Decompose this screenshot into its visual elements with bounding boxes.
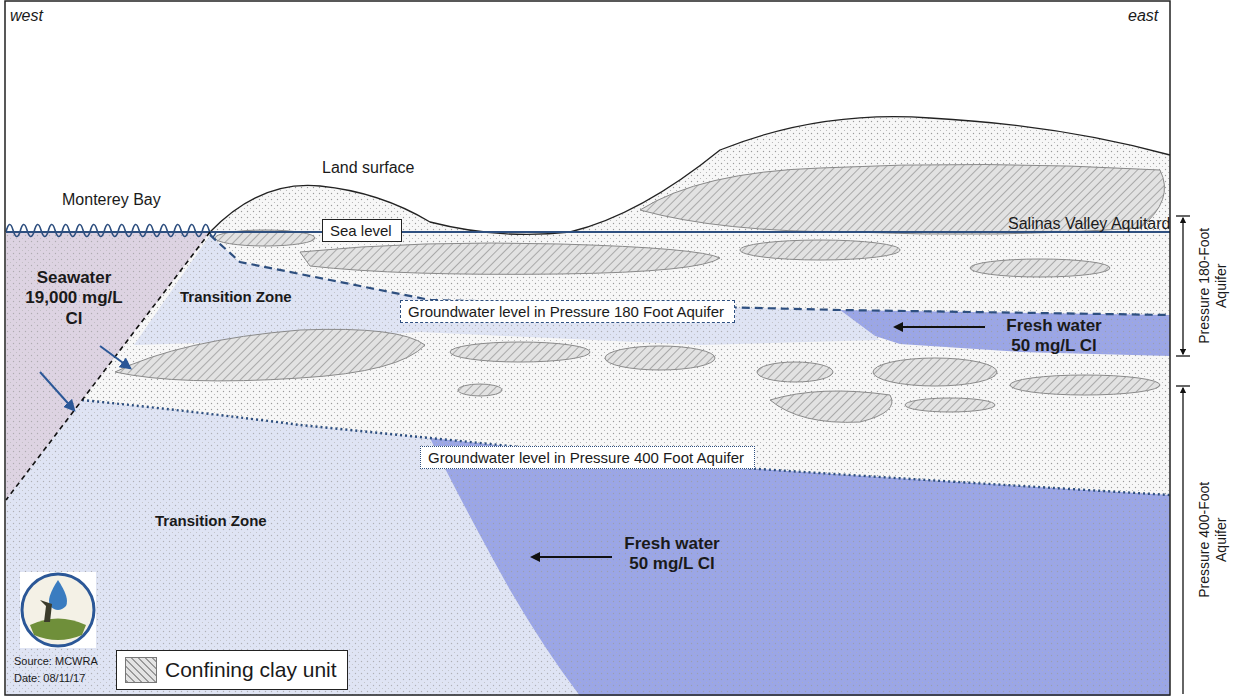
- zone-label: Transition Zone: [155, 512, 267, 530]
- level-label: Groundwater level in Pressure 400 Foot A…: [428, 449, 744, 466]
- agency-logo: [20, 572, 96, 648]
- aquifer-label: Pressure 400-Foot Aquifer: [1196, 475, 1230, 605]
- fresh-water-label: Fresh water 50 mg/L Cl: [618, 534, 726, 575]
- seawater-label: Seawater 19,000 mg/L Cl: [18, 268, 130, 329]
- water-body-label: Monterey Bay: [62, 190, 161, 209]
- legend-label: Confining clay unit: [165, 658, 337, 682]
- aquifer-label: Pressure 180-Foot Aquifer: [1196, 221, 1230, 351]
- direction-label: west: [10, 6, 43, 25]
- source-note: Source: MCWRA: [14, 655, 98, 668]
- zone-label: Transition Zone: [180, 288, 292, 306]
- level-box: Sea level: [322, 219, 402, 242]
- legend-box: Confining clay unit: [116, 650, 348, 690]
- aquitard-label: Salinas Valley Aquitard: [1008, 214, 1170, 233]
- surface-label: Land surface: [322, 158, 415, 177]
- date-note: Date: 08/11/17: [14, 672, 85, 685]
- direction-label: east: [1128, 6, 1158, 25]
- level-box: Groundwater level in Pressure 180 Foot A…: [400, 300, 735, 323]
- level-label: Groundwater level in Pressure 180 Foot A…: [408, 303, 724, 320]
- fresh-water-label: Fresh water 50 mg/L Cl: [1000, 316, 1108, 357]
- level-box: Groundwater level in Pressure 400 Foot A…: [420, 446, 755, 469]
- legend-swatch: [125, 657, 157, 683]
- level-label: Sea level: [330, 222, 392, 239]
